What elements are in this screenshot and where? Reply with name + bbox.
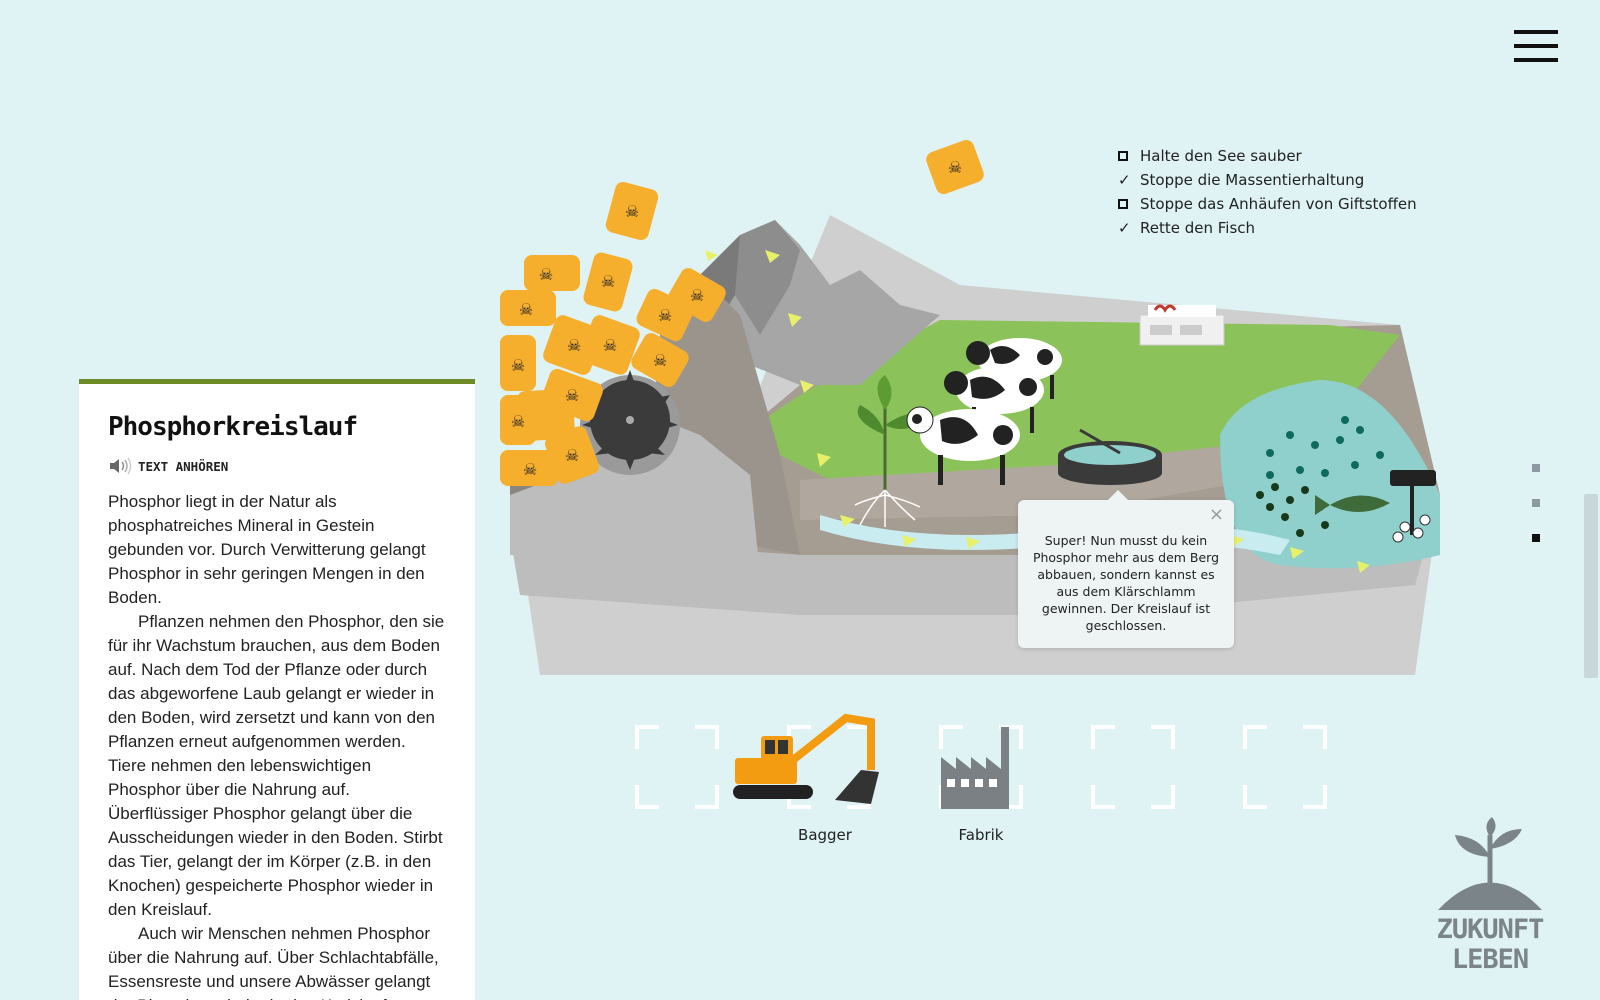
tool-slot-fabrik[interactable] [939, 725, 1023, 809]
bagger-label: Bagger [798, 826, 852, 844]
empty-tool-slot[interactable] [1091, 725, 1175, 809]
tooltip-text: Super! Nun musst du kein Phosphor mehr a… [1032, 533, 1220, 633]
info-tooltip: × Super! Nun musst du kein Phosphor mehr… [1018, 490, 1234, 648]
section-dot-active[interactable] [1532, 534, 1540, 542]
close-icon[interactable]: × [1208, 504, 1224, 525]
butcher-shop-illustration [1139, 304, 1225, 346]
factory-icon [941, 727, 1009, 809]
svg-text:☠: ☠ [625, 202, 639, 221]
info-panel: Phosphorkreislauf TEXT ANHÖREN Phosphor … [79, 379, 475, 1000]
svg-text:☠: ☠ [519, 300, 533, 319]
section-navigation [1532, 464, 1540, 569]
task-item: Halte den See sauber [1118, 144, 1417, 168]
checkbox-empty-icon [1118, 151, 1128, 161]
task-item: ✓Rette den Fisch [1118, 218, 1256, 237]
svg-text:☠: ☠ [565, 386, 579, 405]
checkmark-icon: ✓ [1118, 218, 1131, 237]
svg-text:☠: ☠ [565, 446, 579, 465]
logo-text-line1: ZUKUNFT [1436, 914, 1545, 945]
checkbox-empty-icon [1118, 199, 1128, 209]
task-item: Stoppe das Anhäufen von Giftstoffen [1118, 192, 1417, 216]
empty-tool-slot[interactable] [1243, 725, 1327, 809]
sprout-hill-icon [1438, 817, 1542, 910]
svg-text:☠: ☠ [511, 356, 525, 375]
slot-frame-icon [1243, 725, 1327, 809]
listen-label: TEXT ANHÖREN [138, 458, 229, 474]
svg-text:☠: ☠ [658, 306, 672, 325]
task-list: Halte den See sauber ✓Stoppe die Massent… [1118, 144, 1417, 240]
empty-tool-slot[interactable] [635, 725, 719, 809]
panel-paragraph: Auch wir Menschen nehmen Phosphor über d… [108, 924, 439, 1000]
panel-paragraph: Pflanzen nehmen den Phosphor, den sie fü… [108, 612, 445, 919]
menu-button[interactable] [1514, 28, 1558, 64]
slot-frame-icon [635, 725, 719, 809]
svg-text:☠: ☠ [567, 336, 581, 355]
excavator-icon[interactable] [731, 710, 881, 810]
slot-frame-icon [939, 725, 1023, 809]
svg-text:☠: ☠ [653, 351, 667, 370]
svg-text:☠: ☠ [603, 336, 617, 355]
svg-text:☠: ☠ [511, 412, 525, 431]
phosphor-cycle-landscape: ☠ ☠ ☠ ☠ ☠ ☠ ☠ ☠ ☠ ☠ ☠ ☠ ☠ ☠ ☠ [500, 140, 1440, 675]
svg-text:☠: ☠ [539, 265, 553, 284]
svg-text:☠: ☠ [948, 158, 962, 177]
logo-text-line2: LEBEN [1451, 944, 1529, 975]
checkmark-icon: ✓ [1118, 170, 1131, 189]
svg-text:☠: ☠ [601, 272, 615, 291]
panel-title: Phosphorkreislauf [108, 412, 358, 442]
cow-group [906, 338, 1062, 485]
task-item: ✓Stoppe die Massentierhaltung [1118, 170, 1365, 189]
toxic-barrel-group [500, 140, 984, 486]
section-dot[interactable] [1532, 499, 1540, 507]
zukunft-leben-logo[interactable]: ZUKUNFT LEBEN [1430, 815, 1550, 975]
section-dot[interactable] [1532, 464, 1540, 472]
scrollbar-thumb[interactable] [1584, 494, 1598, 678]
listen-button[interactable]: TEXT ANHÖREN [108, 456, 445, 476]
speaker-icon [110, 457, 132, 475]
svg-text:☠: ☠ [523, 460, 537, 479]
panel-paragraph: Phosphor liegt in der Natur als phosphat… [108, 492, 426, 607]
fabrik-label: Fabrik [958, 826, 1004, 844]
svg-text:☠: ☠ [690, 286, 704, 305]
slot-frame-icon [1091, 725, 1175, 809]
